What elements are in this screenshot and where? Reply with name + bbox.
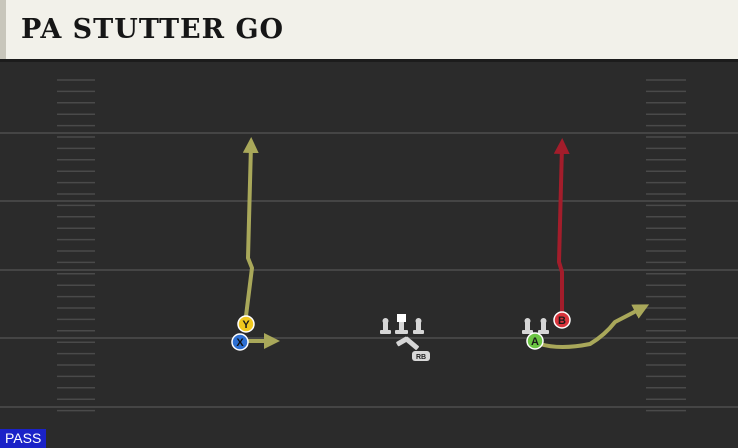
route-a-wheel xyxy=(538,304,650,349)
player-x-icon[interactable]: X xyxy=(231,333,249,351)
offensive-line xyxy=(380,314,549,351)
rb-badge: RB xyxy=(412,351,430,361)
rb-label: RB xyxy=(416,354,426,361)
center-icon xyxy=(395,314,408,334)
player-a-label: A xyxy=(531,336,539,348)
lineman-icon xyxy=(413,318,424,334)
play-type-badge: PASS xyxy=(0,429,47,448)
player-x-label: X xyxy=(236,337,244,349)
player-b-label: B xyxy=(558,315,566,327)
route-y-stutter-go xyxy=(242,137,259,318)
lineman-icon xyxy=(380,318,391,334)
hash-marks xyxy=(57,79,686,412)
yard-lines xyxy=(0,132,738,408)
lineman-icon xyxy=(538,318,549,334)
quarterback-icon xyxy=(396,336,420,351)
player-y-label: Y xyxy=(242,319,250,331)
player-b-icon[interactable]: B xyxy=(553,311,571,329)
play-header: PA STUTTER GO xyxy=(0,0,738,62)
football-field xyxy=(0,62,738,448)
play-title: PA STUTTER GO xyxy=(21,14,285,45)
route-b-stutter-go xyxy=(553,138,570,314)
header-accent xyxy=(0,0,6,59)
lineman-icon xyxy=(522,318,533,334)
player-y-icon[interactable]: Y xyxy=(237,315,255,333)
player-a-icon[interactable]: A xyxy=(526,332,544,350)
routes xyxy=(242,137,650,349)
